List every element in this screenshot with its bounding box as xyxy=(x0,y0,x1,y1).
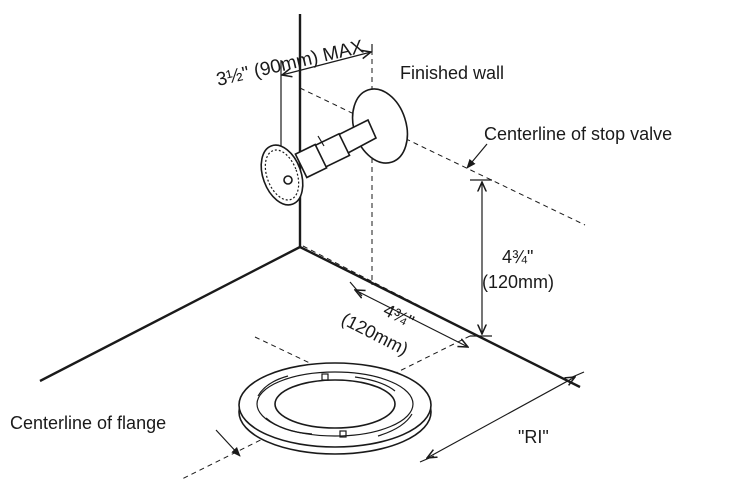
ri-dim-line xyxy=(427,377,575,458)
setback-dim-line xyxy=(282,52,371,75)
floor-offset-ext xyxy=(349,281,363,297)
flange-leader xyxy=(215,429,241,457)
valve-stem xyxy=(317,135,325,147)
valve-centerline-dash xyxy=(299,87,586,226)
flange-hole xyxy=(274,379,396,429)
flange-inner-ring xyxy=(256,371,414,437)
ri-ext-bottom xyxy=(419,455,435,463)
floor-left-edge xyxy=(39,245,301,383)
valve-handle-ring xyxy=(264,149,300,201)
height-dimension xyxy=(470,179,492,337)
ri-ext-top xyxy=(569,371,585,379)
flange-slot xyxy=(265,417,313,435)
stop-valve-centerline-label: Centerline of stop valve xyxy=(484,124,672,144)
rough-in-dimension xyxy=(419,371,585,463)
valve-nut xyxy=(294,143,328,179)
finished-wall-label: Finished wall xyxy=(400,63,504,83)
floor-offset-dim-line xyxy=(355,290,468,347)
flange-centerline-label: Centerline of flange xyxy=(10,413,166,433)
flange-slot xyxy=(354,376,396,392)
stop-valve-leader xyxy=(466,143,488,169)
stop-valve xyxy=(260,88,409,206)
rough-in-label: "RI" xyxy=(518,427,549,447)
floor-flange xyxy=(238,362,432,455)
valve-handle xyxy=(260,144,304,206)
flange-tab xyxy=(321,373,329,381)
valve-handle-hole xyxy=(283,175,293,185)
flange-slot xyxy=(377,413,413,437)
floor-offset-imperial-label: 4¾" xyxy=(380,300,417,332)
flange-tab xyxy=(339,430,347,438)
flange-slots xyxy=(257,373,413,438)
valve-height-metric-label: (120mm) xyxy=(482,272,554,292)
valve-height-imperial-label: 4¾" xyxy=(502,247,533,267)
setback-dimension xyxy=(281,44,372,160)
max-setback-label: 3½" (90mm) MAX xyxy=(214,37,366,91)
floor-offset-dimension xyxy=(349,281,468,347)
flange-slot xyxy=(257,375,289,397)
